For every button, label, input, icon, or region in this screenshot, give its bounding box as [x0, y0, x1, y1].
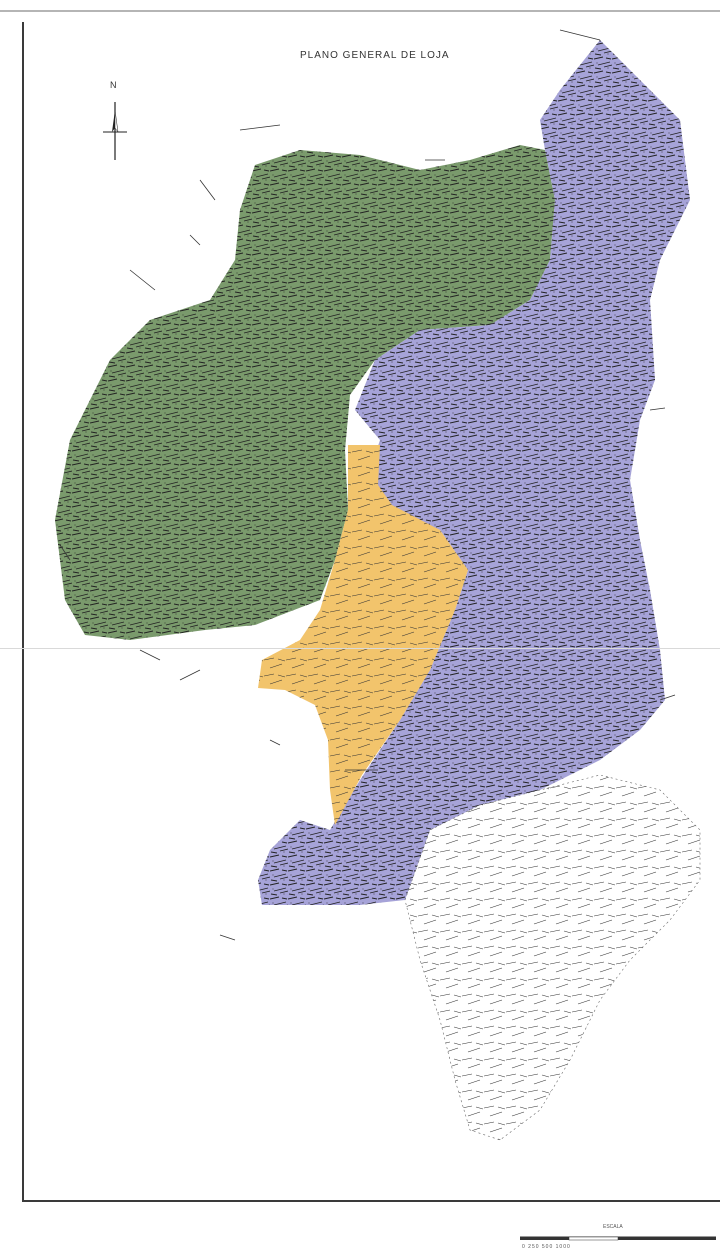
scale-labels: 0 250 500 1000: [522, 1244, 571, 1250]
fold-line: [0, 648, 720, 649]
page-top-rule: [0, 10, 720, 12]
zone-purple[interactable]: [258, 40, 690, 905]
map-title: PLANO GENERAL DE LOJA: [300, 50, 450, 61]
north-label: N: [110, 80, 117, 90]
zone-yellow[interactable]: [258, 445, 468, 825]
scale-title: ESCALA: [603, 1224, 623, 1230]
outlying-streets: [59, 29, 676, 941]
map-frame: [22, 22, 720, 1202]
zone-green[interactable]: [55, 145, 555, 640]
scale-bar: [520, 1236, 716, 1241]
zone-unshaded[interactable]: [404, 774, 701, 1141]
north-arrow-icon: [103, 102, 127, 160]
